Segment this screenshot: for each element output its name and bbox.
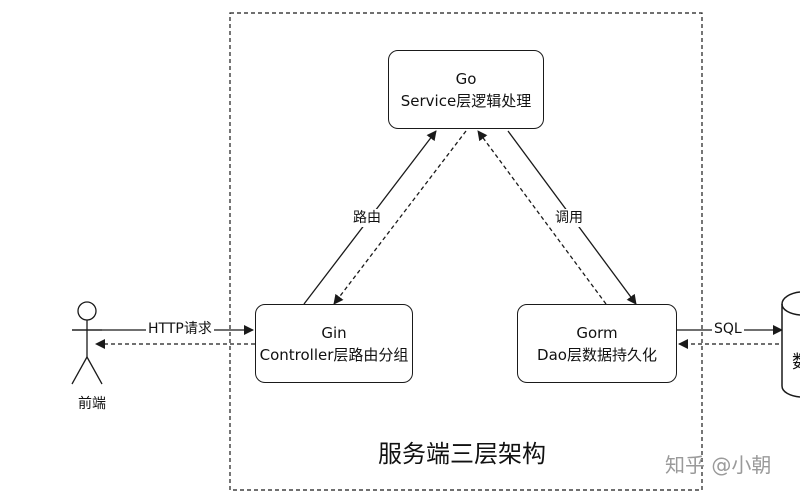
boundary-title: 服务端三层架构 xyxy=(378,440,546,468)
actor-label-frontend: 前端 xyxy=(76,395,108,413)
controller-node-desc: Controller层路由分组 xyxy=(259,345,409,364)
watermark-text: 知乎 @小朝 xyxy=(665,453,772,477)
controller-node-title: Gin xyxy=(321,323,347,342)
controller-layer-node: Gin Controller层路由分组 xyxy=(255,304,413,383)
database-cylinder-icon xyxy=(781,291,800,398)
dao-layer-node: Gorm Dao层数据持久化 xyxy=(517,304,677,383)
dao-node-title: Gorm xyxy=(576,323,618,342)
service-layer-node: Go Service层逻辑处理 xyxy=(388,50,544,129)
arrow-service-to-controller xyxy=(333,130,467,305)
edge-label-sql: SQL xyxy=(712,320,744,338)
database-partial-label: 数 xyxy=(792,352,800,374)
server-boundary xyxy=(229,12,703,491)
frontend-actor-icon xyxy=(71,301,103,385)
service-node-title: Go xyxy=(455,69,477,88)
arrow-dao-to-service xyxy=(477,130,607,305)
edge-label-http-request: HTTP请求 xyxy=(146,320,214,338)
dao-node-desc: Dao层数据持久化 xyxy=(537,345,657,364)
edge-label-invoke: 调用 xyxy=(553,209,585,227)
service-node-desc: Service层逻辑处理 xyxy=(400,91,532,110)
edge-label-route: 路由 xyxy=(351,209,383,227)
